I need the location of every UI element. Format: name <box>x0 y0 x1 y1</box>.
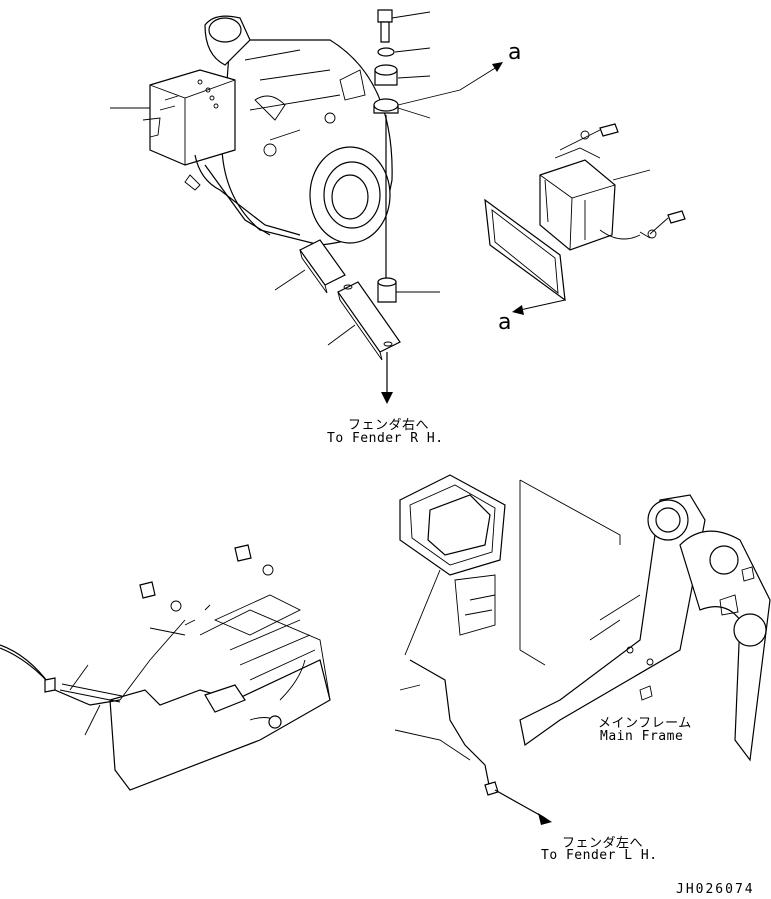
motor-assembly <box>110 15 393 246</box>
main-frame-label-jp: メインフレーム <box>598 716 692 731</box>
callout-a-bottom: a <box>498 310 512 335</box>
mounting-bars <box>274 239 401 404</box>
drawing-number: JH026074 <box>676 882 755 897</box>
fender-lh-label-jp: フェンダ左へ <box>562 836 644 851</box>
fender-rh-label-en: To Fender R H. <box>327 431 444 446</box>
callout-a-top: a <box>508 40 522 65</box>
control-box-unit <box>484 123 686 302</box>
engine-detail <box>0 544 331 791</box>
main-frame-assembly <box>394 474 771 825</box>
fender-rh-label-jp: フェンダ右へ <box>348 418 430 433</box>
reference-arrows <box>397 62 566 315</box>
fender-lh-label-en: To Fender L H. <box>541 848 658 863</box>
main-frame-label-en: Main Frame <box>600 729 684 744</box>
fastener-stack <box>373 9 440 303</box>
